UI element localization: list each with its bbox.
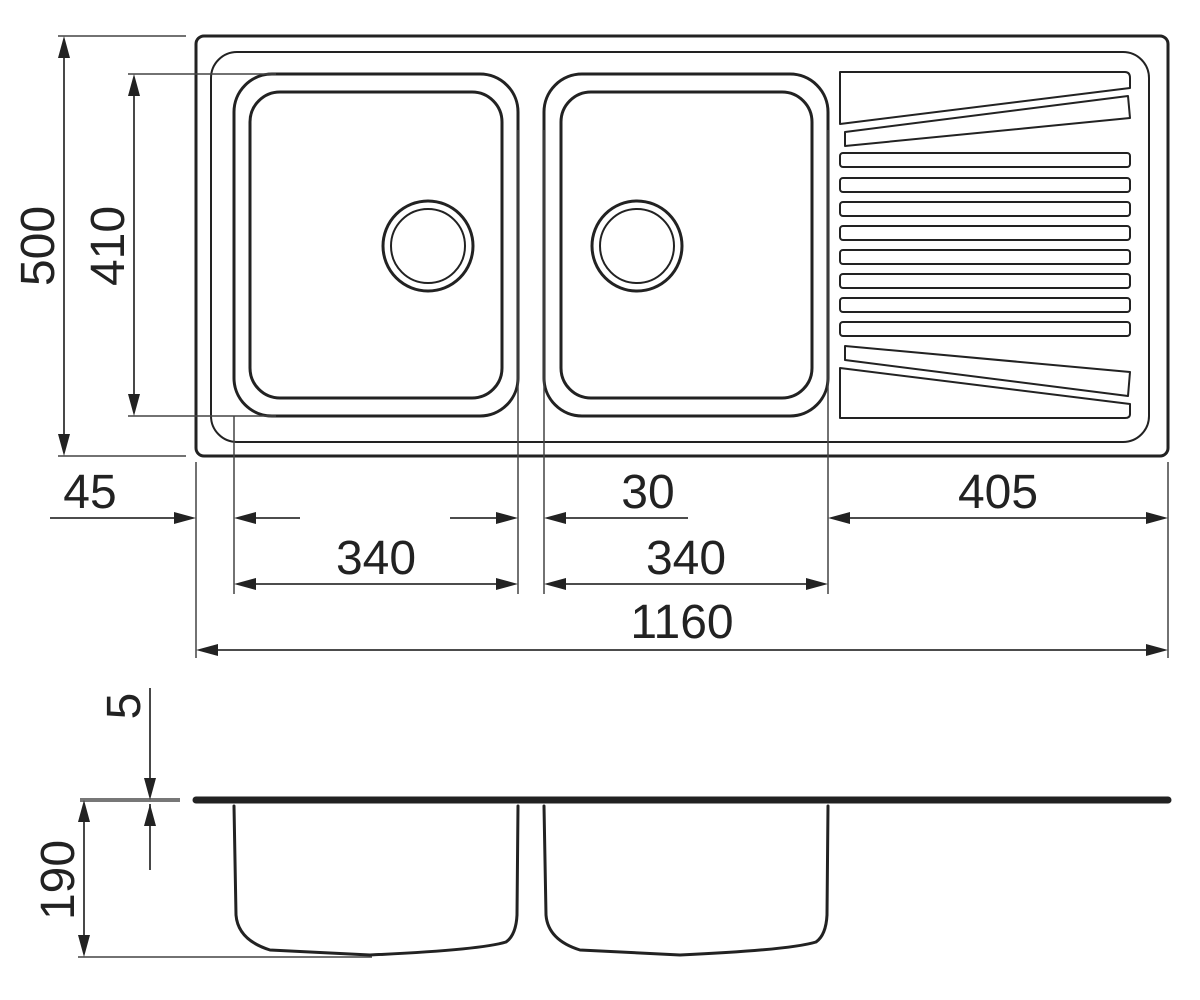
drainer-top-wedge-ridge <box>844 95 1131 147</box>
section-left-bowl <box>232 804 520 957</box>
dimension-drainer-width: 405 <box>828 466 1168 524</box>
dimension-left-margin: 45 <box>50 466 300 524</box>
sink-outer-outline <box>194 34 1170 458</box>
drainer-bottom-wedge-ridge <box>844 345 1131 397</box>
drainer-board <box>839 71 1131 419</box>
bowl-height-label: 410 <box>82 206 135 286</box>
extension-lines <box>58 35 1169 658</box>
overall-height-label: 500 <box>12 206 65 286</box>
left-drain-outer <box>381 199 475 293</box>
left-margin-label: 45 <box>63 466 116 519</box>
section-view <box>78 796 1172 958</box>
plan-view <box>194 34 1170 458</box>
drainer-grooves <box>839 152 1131 337</box>
bowl-depth-label: 190 <box>32 840 85 920</box>
dimension-right-bowl-width: 340 <box>544 532 828 590</box>
left-bowl <box>232 72 520 418</box>
right-drain-outer <box>590 199 684 293</box>
right-bowl <box>542 72 830 418</box>
drainer-top-wedge <box>839 71 1131 125</box>
dimension-bowl-depth: 190 <box>32 800 90 957</box>
drainer-width-label: 405 <box>958 466 1038 519</box>
dimension-overall-width: 1160 <box>196 596 1168 656</box>
right-drain-inner <box>599 208 675 284</box>
overall-width-label: 1160 <box>630 596 733 649</box>
sink-inner-rim <box>210 51 1150 443</box>
dimension-bowl-height: 410 <box>82 74 140 416</box>
bowl-gap-label: 30 <box>621 466 674 519</box>
dimension-left-bowl-width: 340 <box>234 532 518 590</box>
rim-thickness-label: 5 <box>98 693 151 720</box>
left-bowl-width-label: 340 <box>336 532 416 585</box>
left-drain-inner <box>390 208 466 284</box>
right-bowl-width-label: 340 <box>646 532 726 585</box>
section-right-bowl <box>542 804 830 957</box>
dimension-rim-thickness: 5 <box>98 688 156 870</box>
drainer-bottom-wedge <box>839 367 1131 419</box>
dimension-bowl-gap: 30 <box>450 466 688 524</box>
dimension-overall-height: 500 <box>12 36 70 456</box>
